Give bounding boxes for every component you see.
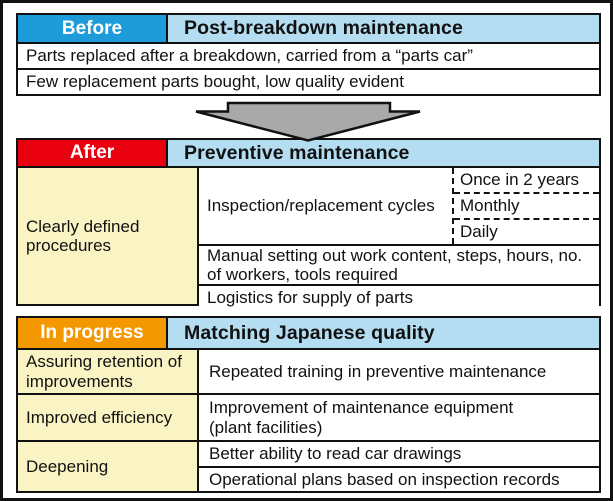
- after-left-cell: Clearly defined procedures: [18, 168, 199, 304]
- retention-label: Assuring retention of improvements: [26, 352, 182, 391]
- after-tag-label: After: [69, 142, 115, 163]
- before-tag-label: Before: [61, 17, 123, 39]
- after-title-label: Preventive maintenance: [184, 141, 410, 164]
- before-row-1-text: Parts replaced after a breakdown, carrie…: [26, 46, 473, 66]
- before-table: Before Post-breakdown maintenance Parts …: [16, 13, 601, 96]
- deepening-label: Deepening: [26, 456, 109, 476]
- in-progress-title-label: Matching Japanese quality: [184, 321, 435, 344]
- in-progress-tag-label: In progress: [40, 322, 144, 343]
- retention-item-text: Repeated training in preventive maintena…: [209, 361, 547, 381]
- after-header: After Preventive maintenance: [18, 140, 599, 166]
- after-right-column: Inspection/replacement cycles Once in 2 …: [199, 168, 599, 310]
- after-manual-text: Manual setting out work content, steps, …: [207, 246, 583, 285]
- efficiency-item-cell: Improvement of maintenance equipment (pl…: [199, 395, 599, 440]
- before-row-2-text: Few replacement parts bought, low qualit…: [26, 72, 404, 92]
- after-manual-row: Manual setting out work content, steps, …: [199, 244, 599, 285]
- deepening-item-2-cell: Operational plans based on inspection re…: [199, 465, 599, 492]
- after-cycles-label: Inspection/replacement cycles: [207, 196, 435, 216]
- before-title: Post-breakdown maintenance: [168, 15, 599, 42]
- down-arrow-shape: [195, 101, 421, 142]
- cycle-cell-2: Monthly: [454, 192, 599, 218]
- in-progress-header: In progress Matching Japanese quality: [18, 318, 599, 348]
- after-cycles-row: Inspection/replacement cycles Once in 2 …: [199, 168, 599, 244]
- in-progress-title: Matching Japanese quality: [168, 318, 599, 348]
- deepening-row: Deepening Better ability to read car dra…: [18, 440, 599, 491]
- deepening-items: Better ability to read car drawings Oper…: [199, 442, 599, 491]
- retention-item-cell: Repeated training in preventive maintena…: [199, 350, 599, 393]
- after-logistics-text: Logistics for supply of parts: [207, 288, 413, 308]
- before-header: Before Post-breakdown maintenance: [18, 15, 599, 42]
- after-logistics-row: Logistics for supply of parts: [199, 284, 599, 310]
- before-title-label: Post-breakdown maintenance: [184, 17, 463, 39]
- cycle-1-text: Once in 2 years: [460, 170, 580, 190]
- after-table: After Preventive maintenance Clearly def…: [16, 138, 601, 310]
- efficiency-item-text: Improvement of maintenance equipment (pl…: [209, 398, 514, 437]
- after-title: Preventive maintenance: [168, 140, 599, 166]
- cycle-3-text: Daily: [460, 222, 498, 242]
- efficiency-label-cell: Improved efficiency: [18, 395, 199, 440]
- after-body: Clearly defined procedures Inspection/re…: [18, 166, 599, 310]
- deepening-item-1-cell: Better ability to read car drawings: [199, 442, 599, 466]
- retention-row: Assuring retention of improvements Repea…: [18, 348, 599, 393]
- before-row-1: Parts replaced after a breakdown, carrie…: [18, 42, 599, 68]
- before-tag: Before: [18, 15, 168, 42]
- deepening-label-cell: Deepening: [18, 442, 199, 491]
- cycle-cell-3: Daily: [454, 218, 599, 244]
- cycle-cell-1: Once in 2 years: [454, 168, 599, 192]
- efficiency-label: Improved efficiency: [26, 407, 173, 427]
- deepening-item-1-text: Better ability to read car drawings: [209, 444, 462, 464]
- cycle-2-text: Monthly: [460, 196, 520, 216]
- retention-label-cell: Assuring retention of improvements: [18, 350, 199, 393]
- in-progress-table: In progress Matching Japanese quality As…: [16, 316, 601, 493]
- before-row-2: Few replacement parts bought, low qualit…: [18, 68, 599, 94]
- after-tag: After: [18, 140, 168, 166]
- after-cycles-label-cell: Inspection/replacement cycles: [199, 168, 452, 244]
- after-left-label: Clearly defined procedures: [26, 216, 140, 255]
- deepening-item-2-text: Operational plans based on inspection re…: [209, 469, 560, 489]
- cycles-dashed-box: Once in 2 years Monthly Daily: [452, 168, 599, 244]
- efficiency-row: Improved efficiency Improvement of maint…: [18, 393, 599, 440]
- in-progress-tag: In progress: [18, 318, 168, 348]
